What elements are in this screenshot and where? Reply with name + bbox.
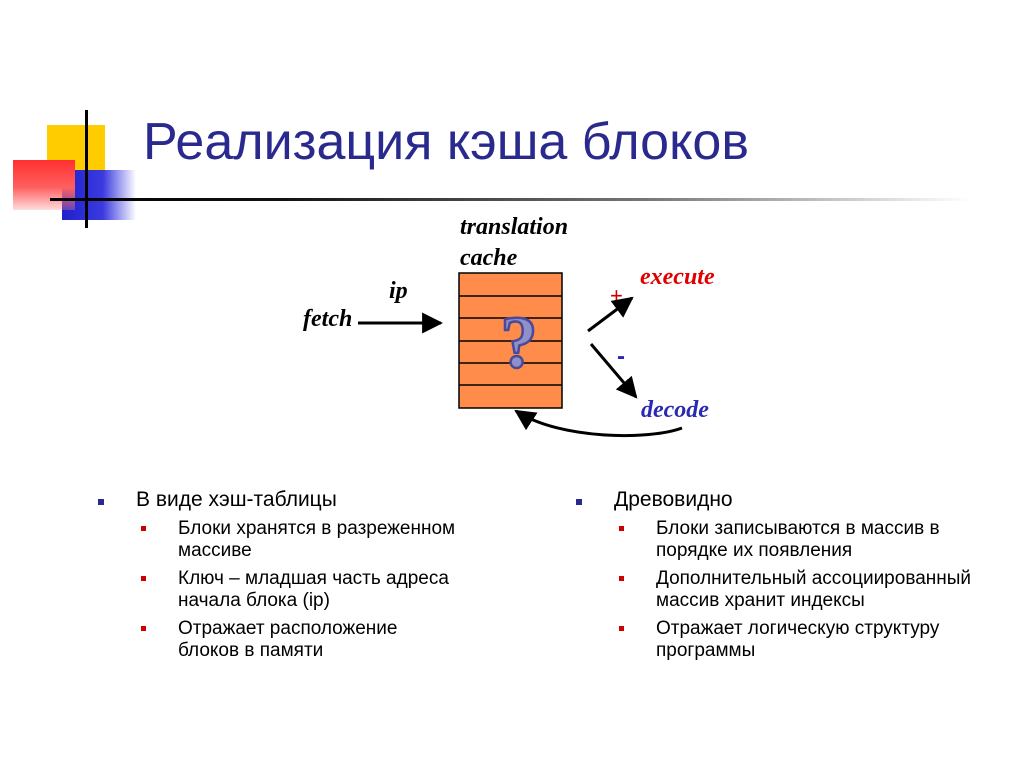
question-mark-icon: ? [501, 302, 538, 384]
bullet-icon [576, 499, 582, 505]
list-item: Отражает логическую структуру программы [619, 618, 1016, 662]
title-underline [50, 198, 970, 201]
list-item-text: Блоки хранятся в разреженном массиве [178, 518, 456, 561]
right-column: Древовидно Блоки записываются в массив в… [576, 488, 1016, 662]
ip-label: ip [389, 278, 408, 304]
list-item-text: Ключ – младшая часть адреса начала блока… [178, 568, 449, 611]
bullet-icon [141, 576, 146, 581]
left-column: В виде хэш-таблицы Блоки хранятся в разр… [98, 488, 458, 662]
logo-red-square [13, 160, 75, 210]
logo-vertical-line [85, 110, 88, 228]
bullet-icon [98, 499, 104, 505]
execute-arrow [587, 296, 634, 333]
list-item: Блоки записываются в массив в порядке их… [619, 518, 1016, 562]
list-item: Отражает расположение блоков в памяти [141, 618, 458, 662]
slide-title: Реализация кэша блоков [143, 113, 749, 171]
list-item-text: Блоки записываются в массив в порядке их… [656, 518, 940, 561]
list-item: Ключ – младшая часть адреса начала блока… [141, 568, 458, 612]
bullet-icon [619, 526, 624, 531]
left-heading-item: В виде хэш-таблицы [98, 488, 458, 512]
minus-sign: - [617, 343, 625, 370]
list-item-text: Дополнительный ассоциированный массив хр… [656, 568, 972, 611]
execute-label: execute [640, 264, 715, 290]
cache-block [458, 272, 563, 409]
right-heading: Древовидно [614, 488, 733, 511]
bullet-icon [619, 576, 624, 581]
right-heading-item: Древовидно [576, 488, 1016, 512]
loop-back-arrow [514, 409, 683, 437]
translation-label: translation [460, 214, 569, 240]
decode-label: decode [641, 397, 709, 423]
list-item-text: Отражает расположение блоков в памяти [178, 618, 398, 661]
bullet-icon [141, 626, 146, 631]
list-item: Дополнительный ассоциированный массив хр… [619, 568, 1016, 612]
list-item: Блоки хранятся в разреженном массиве [141, 518, 458, 562]
cache-label: cache [460, 245, 518, 271]
decode-arrow [589, 343, 638, 399]
fetch-label: fetch [303, 306, 353, 332]
bullet-icon [619, 626, 624, 631]
bullet-icon [141, 526, 146, 531]
list-item-text: Отражает логическую структуру программы [656, 618, 940, 661]
left-heading: В виде хэш-таблицы [136, 488, 337, 511]
